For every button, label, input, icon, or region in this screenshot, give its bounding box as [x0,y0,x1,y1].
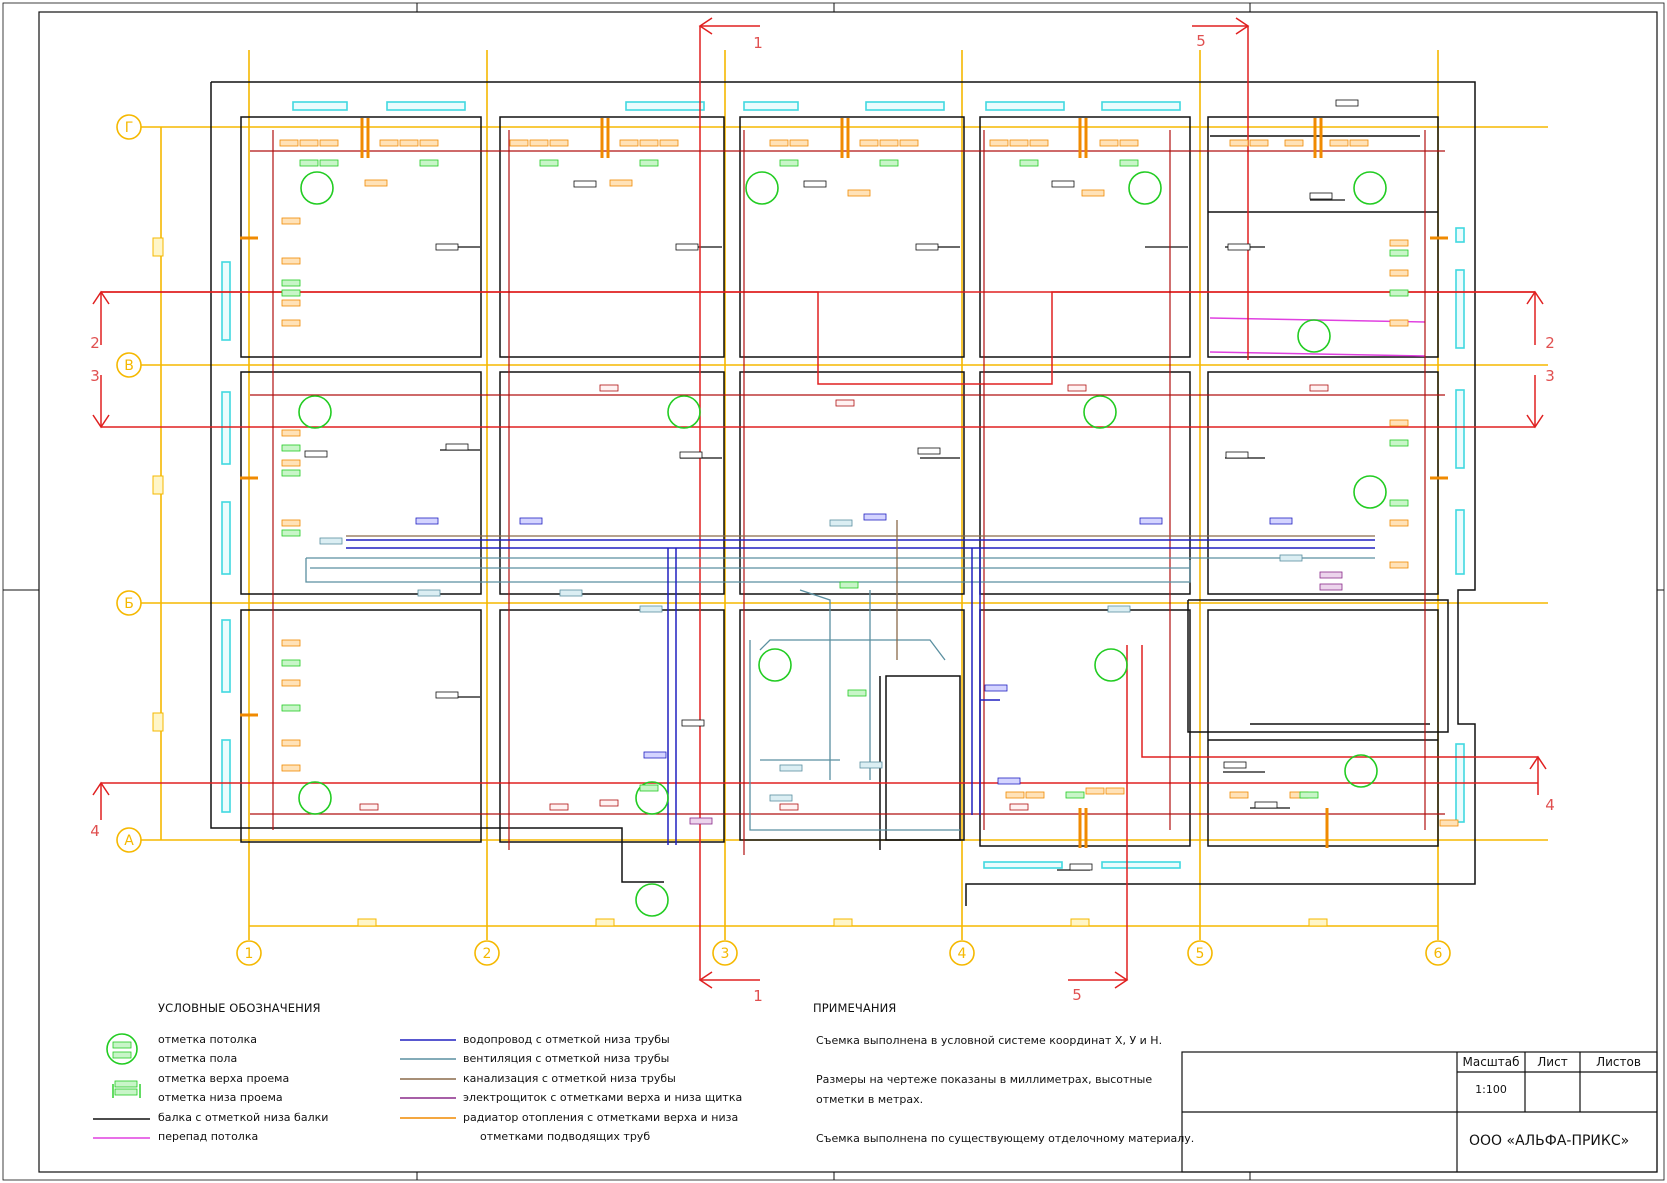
section-4-right-label: 4 [1545,796,1555,814]
legend-item-opening-bottom: отметка низа проема [158,1091,283,1104]
dimension-ticks [152,237,1328,927]
section-1-top-label: 1 [753,34,763,52]
legend-item-opening-top: отметка верха проема [158,1072,289,1085]
section-1-bottom-label: 1 [753,987,763,1005]
axis-label-b: Б [124,596,134,612]
axis-grid [140,50,1548,940]
legend-item-beam: балка с отметкой низа балки [158,1111,328,1124]
legend-label: отметка низа проема [158,1091,283,1104]
note-text: Размеры на чертеже показаны в миллиметра… [816,1073,1153,1086]
note-text: отметки в метрах. [816,1093,924,1106]
scale-value-text: 1:100 [1475,1083,1507,1096]
section-3-left-label: 3 [90,367,100,385]
section-arrows [92,17,1547,989]
title-block-company: ООО «АЛЬФА-ПРИКС» [1459,1133,1665,1149]
legend-label: вентиляция с отметкой низа трубы [463,1052,670,1065]
section-5-top-label: 5 [1196,32,1206,50]
axis-bubbles [116,114,1451,966]
section-2-right-label: 2 [1545,334,1555,352]
notes-title: ПРИМЕЧАНИЯ [813,1001,896,1015]
legend-label: балка с отметкой низа балки [158,1111,329,1124]
sewer-pipes [346,520,1375,660]
windows [221,101,1465,869]
legend-label: отметками подводящих труб [480,1130,651,1143]
note-3: Съемка выполнена по существующему отдело… [816,1132,1194,1145]
legend-symbols [93,1033,456,1139]
legend-label: канализация с отметкой низа трубы [463,1072,676,1085]
axis-label-4: 4 [958,946,967,962]
scale-header-text: Масштаб [1462,1055,1520,1069]
sheet-header-text: Лист [1537,1055,1568,1069]
legend-label: отметка пола [158,1052,238,1065]
title-block-scale-value: 1:100 [1459,1083,1523,1096]
legend-label: электрощиток с отметками верха и низа щи… [463,1091,743,1104]
legend-item-radiator-cont: отметками подводящих труб [480,1130,650,1143]
sheet-border [38,11,1658,1173]
axis-bubble-labels: Г В Б А 1 2 3 4 5 6 [124,120,1442,962]
legend-item-electric-panel: электрощиток с отметками верха и низа щи… [463,1091,742,1104]
note-text: Съемка выполнена в условной системе коор… [816,1034,1163,1047]
legend-item-floor: отметка пола [158,1052,237,1065]
legend-item-ceiling-step: перепад потолка [158,1130,258,1143]
legend-label: водопровод с отметкой низа трубы [463,1033,670,1046]
elevation-tags [279,99,1459,871]
legend-item-ventilation: вентиляция с отметкой низа трубы [463,1052,669,1065]
section-lines [101,26,1538,980]
wall-stubs [440,199,1345,871]
ventilation-duct [305,557,1375,831]
note-2: Размеры на чертеже показаны в миллиметра… [816,1073,1152,1086]
legend-item-radiator: радиатор отопления с отметками верха и н… [463,1111,738,1124]
legend-label: перепад потолка [158,1130,259,1143]
section-5-bottom-label: 5 [1072,986,1082,1004]
section-labels: 1 1 5 5 2 3 2 3 4 4 [90,32,1555,1005]
title-block-sheet-header: Лист [1527,1055,1578,1069]
section-2-left-label: 2 [90,334,100,352]
axis-label-2: 2 [483,946,492,962]
legend-label: радиатор отопления с отметками верха и н… [463,1111,739,1124]
legend-item-water-supply: водопровод с отметкой низа трубы [463,1033,670,1046]
axis-label-a: А [124,833,134,849]
legend-label: отметка потолка [158,1033,257,1046]
axis-label-1: 1 [245,946,254,962]
axis-label-v: В [124,358,134,374]
axis-label-g: Г [125,120,134,136]
legend-item-ceiling: отметка потолка [158,1033,257,1046]
legend-label: отметка верха проема [158,1072,290,1085]
section-3-right-label: 3 [1545,367,1555,385]
legend-title-text: УСЛОВНЫЕ ОБОЗНАЧЕНИЯ [158,1001,321,1015]
section-4-left-label: 4 [90,822,100,840]
axis-label-6: 6 [1434,946,1443,962]
radiators [240,118,1448,848]
walls [210,81,1476,906]
title-block-scale-header: Масштаб [1459,1055,1523,1069]
title-block-sheets-header: Листов [1582,1055,1655,1069]
sheets-header-text: Листов [1596,1055,1641,1069]
note-text: Съемка выполнена по существующему отдело… [816,1132,1195,1145]
notes-title-text: ПРИМЕЧАНИЯ [813,1001,897,1015]
legend-title: УСЛОВНЫЕ ОБОЗНАЧЕНИЯ [158,1001,321,1015]
ceiling-marks [298,171,1387,917]
note-2-cont: отметки в метрах. [816,1093,923,1106]
note-1: Съемка выполнена в условной системе коор… [816,1034,1162,1047]
axis-label-3: 3 [721,946,730,962]
company-name-text: ООО «АЛЬФА-ПРИКС» [1469,1133,1630,1149]
legend-item-sewer: канализация с отметкой низа трубы [463,1072,676,1085]
title-block [1181,1051,1658,1173]
axis-label-5: 5 [1196,946,1205,962]
